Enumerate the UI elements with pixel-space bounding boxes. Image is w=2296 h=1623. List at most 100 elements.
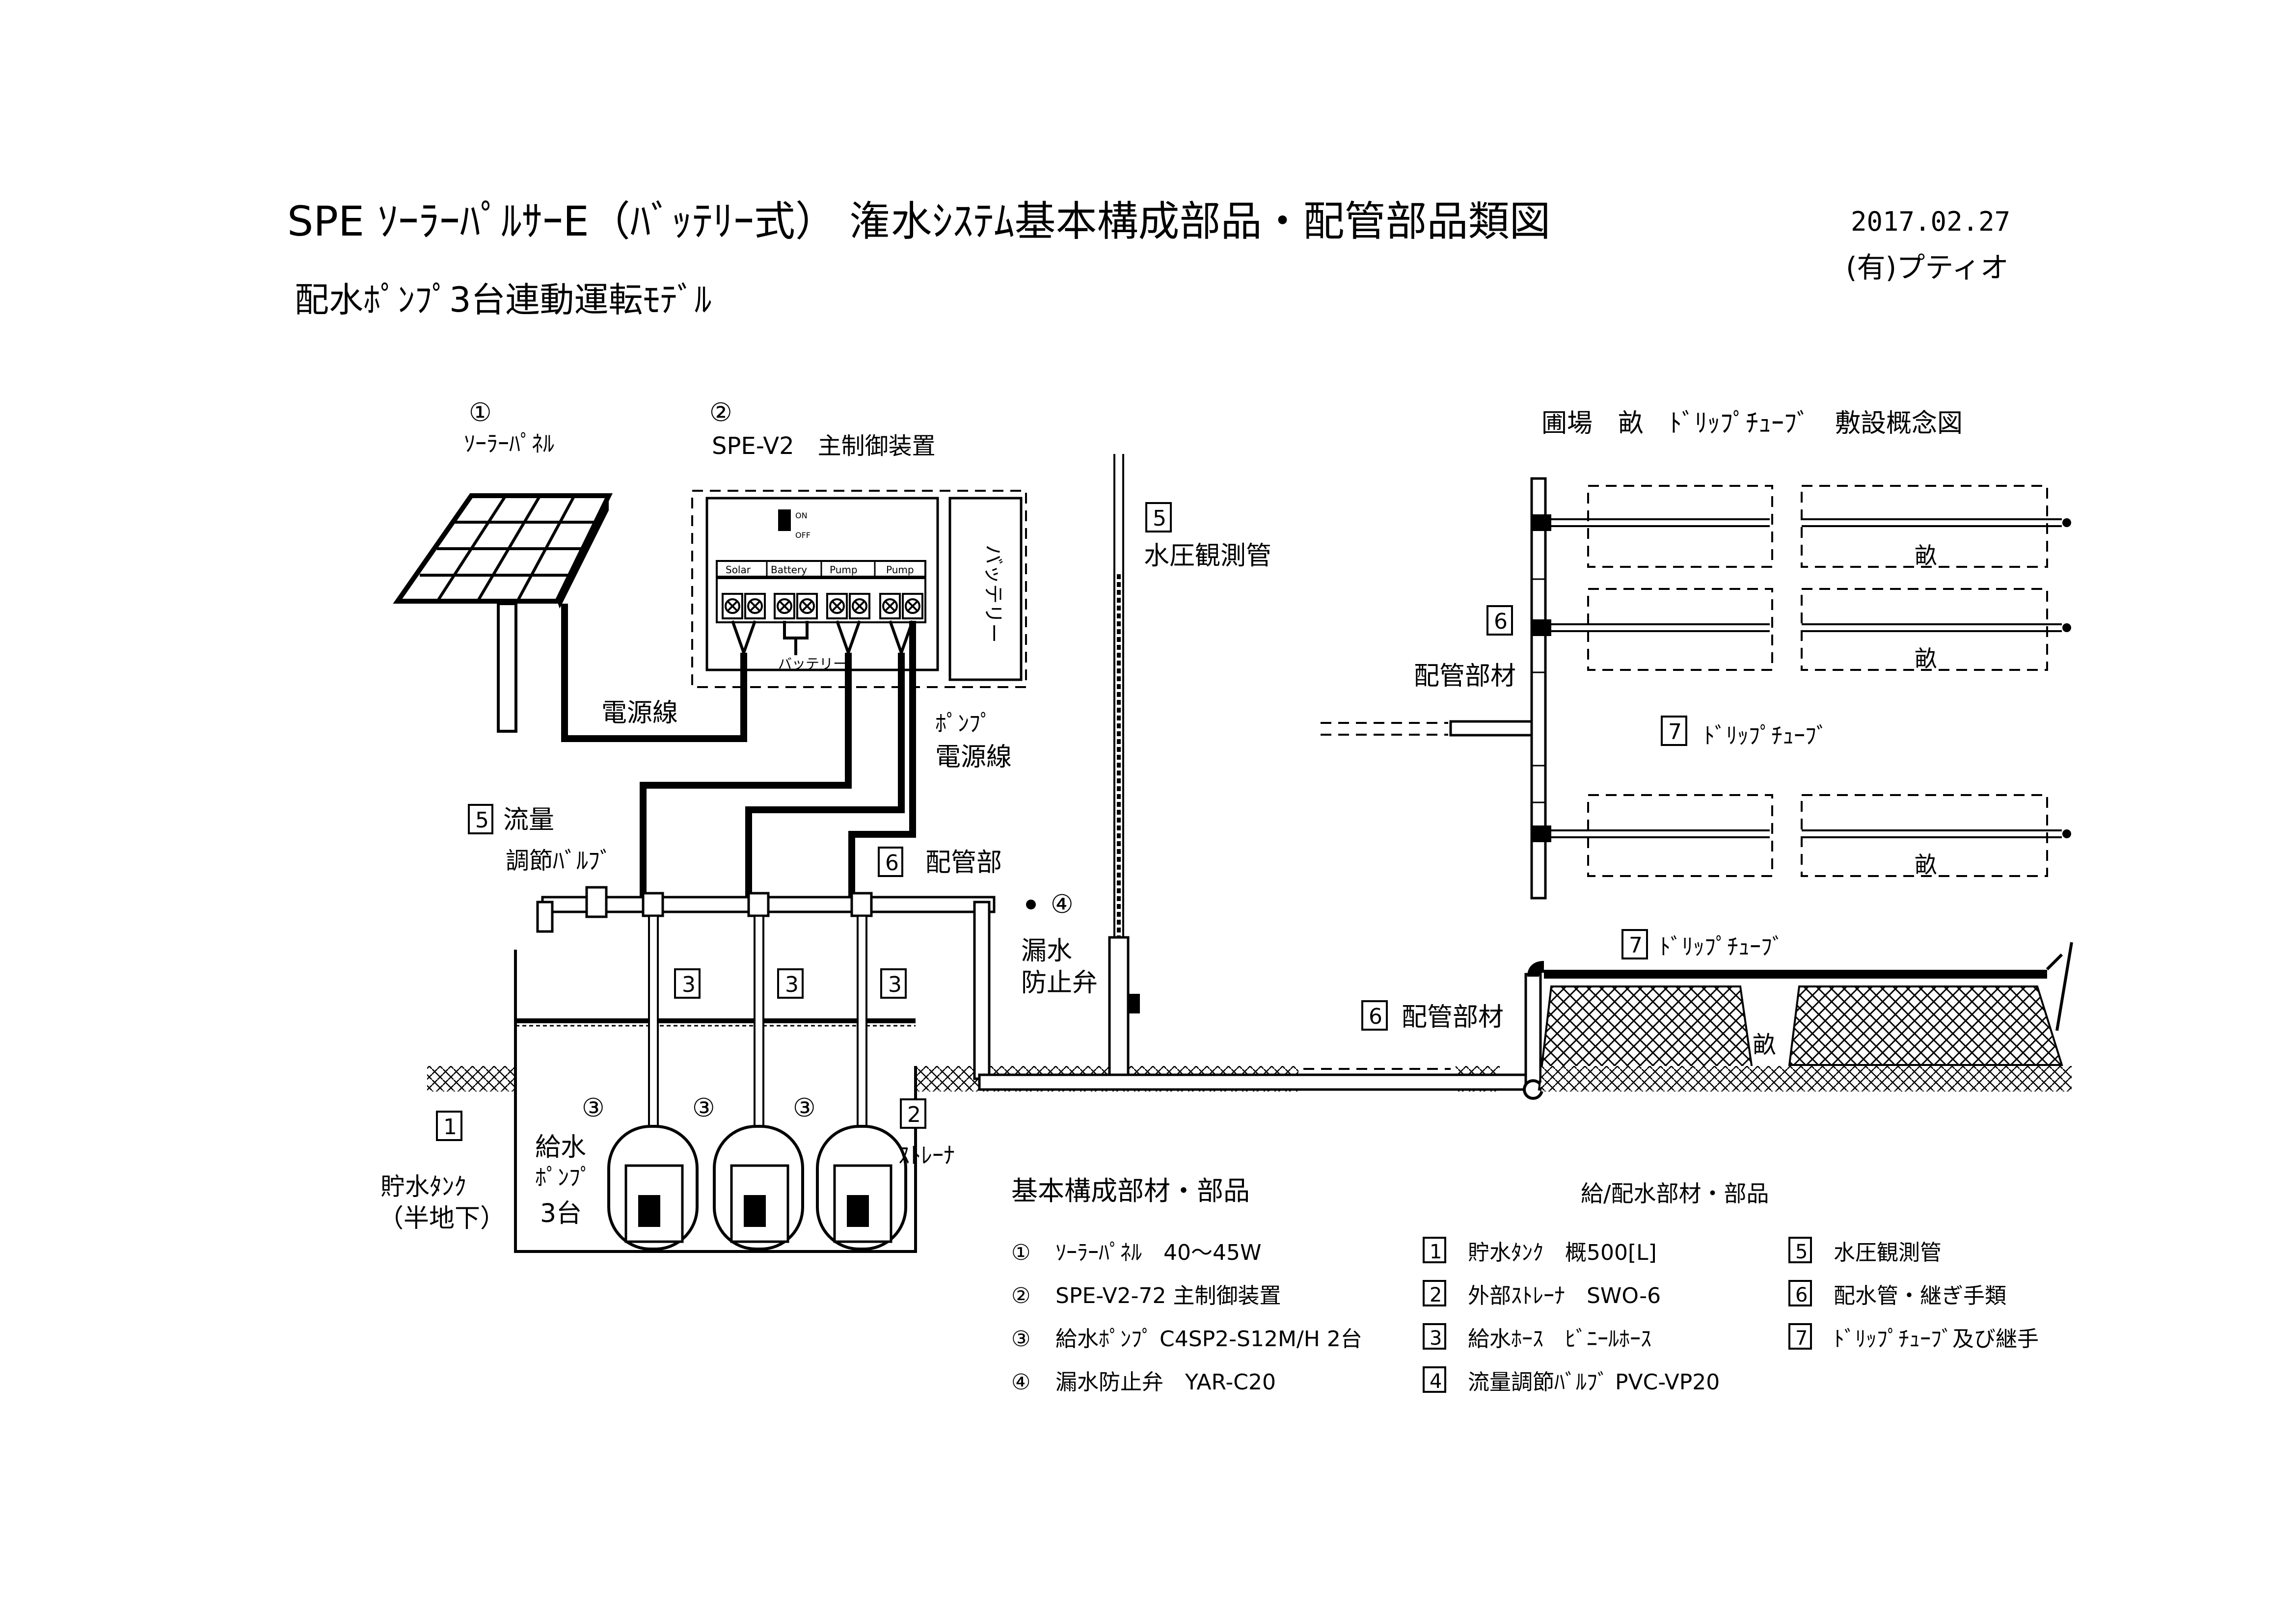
company-name: (有)プティオ (1846, 251, 2009, 284)
solar-panel-number: ① (469, 398, 492, 427)
tank-label-1: 貯水ﾀﾝｸ (380, 1172, 466, 1201)
check-valve-icon (1026, 900, 1036, 909)
supply-part-text: 配水管・継ぎ手類 (1834, 1283, 2006, 1308)
supply-part-text: 貯水ﾀﾝｸ 概500[L] (1468, 1240, 1657, 1265)
pipe-number: 6 (885, 851, 899, 876)
check-valve-label-2: 防止弁 (1021, 968, 1098, 998)
tank-number: 1 (443, 1115, 457, 1140)
basic-parts-list: ① ｿｰﾗｰﾊﾟﾈﾙ 40～45W ② SPE-V2-72 主制御装置 ③ 給水… (1011, 1240, 1362, 1395)
hose-number-box-2 (777, 968, 804, 999)
supply-part-number: 3 (1430, 1327, 1442, 1350)
controller-number: ② (709, 398, 732, 427)
hose-number-3: 3 (888, 972, 902, 997)
supply-part-number: 2 (1430, 1284, 1442, 1306)
gauge-number: 5 (1153, 506, 1166, 531)
field-riser-pipe (1523, 942, 2073, 1100)
basic-part-text: 漏水防止弁 YAR-C20 (1055, 1370, 1276, 1395)
page-subtitle: 配水ﾎﾟﾝﾌﾟ3台連動運転ﾓﾃﾞﾙ (295, 280, 712, 320)
ground-left (427, 1066, 514, 1091)
controller-label: SPE-V2 主制御装置 (712, 432, 936, 460)
hose-number-box-1 (674, 968, 701, 999)
supply-part-number: 4 (1430, 1370, 1442, 1393)
supply-part-text: 給水ﾎｰｽ ﾋﾞﾆｰﾙﾎｰｽ (1468, 1327, 1651, 1352)
gauge-number-box (1145, 502, 1172, 532)
battery-wire-label: バッテリー (778, 656, 847, 672)
supply-part-number: 1 (1430, 1241, 1442, 1263)
strainer-number-box (900, 1098, 926, 1129)
basic-parts-heading: 基本構成部材・部品 (1011, 1175, 1250, 1206)
controller-box: バッテリー ON OFF Solar Battery Pump Pump (691, 490, 1027, 688)
supply-part-number: 5 (1795, 1241, 1808, 1263)
concept-pipe-label: 配管部材 (1414, 662, 1516, 691)
valve-number: 5 (475, 808, 489, 833)
pump-icons (607, 1125, 907, 1251)
power-cable-label: 電源線 (601, 698, 678, 728)
concept-ridge-2: 畝 (1915, 645, 1937, 672)
pump-cable-label-1: ﾎﾟﾝﾌﾟ (935, 710, 992, 737)
terminal-block (716, 577, 926, 623)
terminal-solar-label: Solar (726, 564, 751, 576)
terminal-battery-label: Battery (771, 564, 807, 576)
concept-drip-rows (1532, 485, 2071, 877)
supply-part-text: ﾄﾞﾘｯﾌﾟﾁｭｰﾌﾞ及び継手 (1834, 1327, 2039, 1352)
main-pipe (536, 886, 1540, 1091)
pump-hoses (648, 915, 867, 1182)
concept-drip-label: ﾄﾞﾘｯﾌﾟﾁｭｰﾌﾞ (1703, 722, 1828, 749)
concept-pipe-number-box (1486, 605, 1513, 636)
concept-drip-number-box (1661, 716, 1687, 746)
strainer-label: ｽﾄﾚｰﾅ (898, 1142, 955, 1169)
pump-number-2: ③ (692, 1093, 715, 1123)
field-pipe-number-box (1361, 1000, 1388, 1031)
solar-panel-icon (393, 493, 613, 733)
valve-number-box (468, 804, 493, 834)
solar-panel-label: ｿｰﾗｰﾊﾟﾈﾙ (464, 430, 554, 457)
pump-cable-label-2: 電源線 (935, 743, 1012, 772)
supply-part-number: 7 (1795, 1327, 1808, 1350)
drip-number: 7 (1629, 933, 1643, 958)
concept-ridge-3: 畝 (1915, 851, 1937, 878)
supply-parts-heading: 給/配水部材・部品 (1581, 1180, 1769, 1207)
basic-part-text: 給水ﾎﾟﾝﾌﾟ C4SP2-S12M/H 2台 (1055, 1327, 1362, 1352)
basic-part-number: ④ (1011, 1370, 1030, 1395)
storage-tank (514, 950, 917, 1253)
tank-number-box (436, 1111, 462, 1141)
pump-label-1: 給水 (535, 1133, 586, 1162)
concept-ridge-1: 畝 (1915, 542, 1937, 569)
supply-parts-list: 1 貯水ﾀﾝｸ 概500[L] 2 外部ｽﾄﾚｰﾅ SWO-6 3 給水ﾎｰｽ … (1423, 1237, 2039, 1395)
concept-drip-number: 7 (1668, 719, 1682, 745)
basic-part-number: ① (1011, 1240, 1030, 1265)
pump-label-3: 3台 (540, 1199, 582, 1228)
hose-number-box-3 (880, 968, 907, 999)
basic-part-text: ｿｰﾗｰﾊﾟﾈﾙ 40～45W (1055, 1240, 1261, 1265)
gauge-label: 水圧観測管 (1144, 541, 1271, 571)
field-pipe-number: 6 (1369, 1004, 1382, 1029)
drip-label: ﾄﾞﾘｯﾌﾟﾁｭｰﾌﾞ (1659, 933, 1783, 960)
tank-label-2: （半地下） (378, 1204, 506, 1233)
page-title: SPE ｿｰﾗｰﾊﾟﾙｻｰE（ﾊﾞｯﾃﾘｰ式） 潅水ｼｽﾃﾑ基本構成部品・配管部… (287, 197, 1551, 245)
supply-part-text: 外部ｽﾄﾚｰﾅ SWO-6 (1468, 1283, 1661, 1308)
check-valve-number: ④ (1051, 890, 1074, 919)
pressure-gauge-tube (1108, 454, 1140, 1076)
pump-number-3: ③ (793, 1093, 816, 1123)
drip-number-box (1621, 929, 1648, 959)
basic-part-number: ② (1011, 1283, 1030, 1308)
hose-number-1: 3 (682, 972, 696, 997)
terminal-pump2-label: Pump (886, 564, 914, 576)
basic-part-text: SPE-V2-72 主制御装置 (1055, 1283, 1281, 1308)
pump-label-2: ﾎﾟﾝﾌﾟ (535, 1164, 592, 1191)
supply-part-number: 6 (1795, 1284, 1808, 1306)
hose-number-2: 3 (785, 972, 799, 997)
pipe-number-box (878, 847, 903, 877)
concept-header-pipe (1321, 477, 1547, 900)
terminal-pump1-label: Pump (830, 564, 858, 576)
concept-pipe-number: 6 (1494, 609, 1508, 634)
ridges (1538, 985, 2072, 1091)
basic-part-number: ③ (1011, 1327, 1030, 1352)
ridge-label: 畝 (1753, 1031, 1776, 1059)
power-cables (561, 604, 916, 898)
supply-part-text: 水圧観測管 (1834, 1240, 1942, 1265)
pump-number-1: ③ (582, 1093, 605, 1123)
flow-valve-icon (585, 886, 608, 918)
battery-label: バッテリー (982, 545, 1004, 643)
